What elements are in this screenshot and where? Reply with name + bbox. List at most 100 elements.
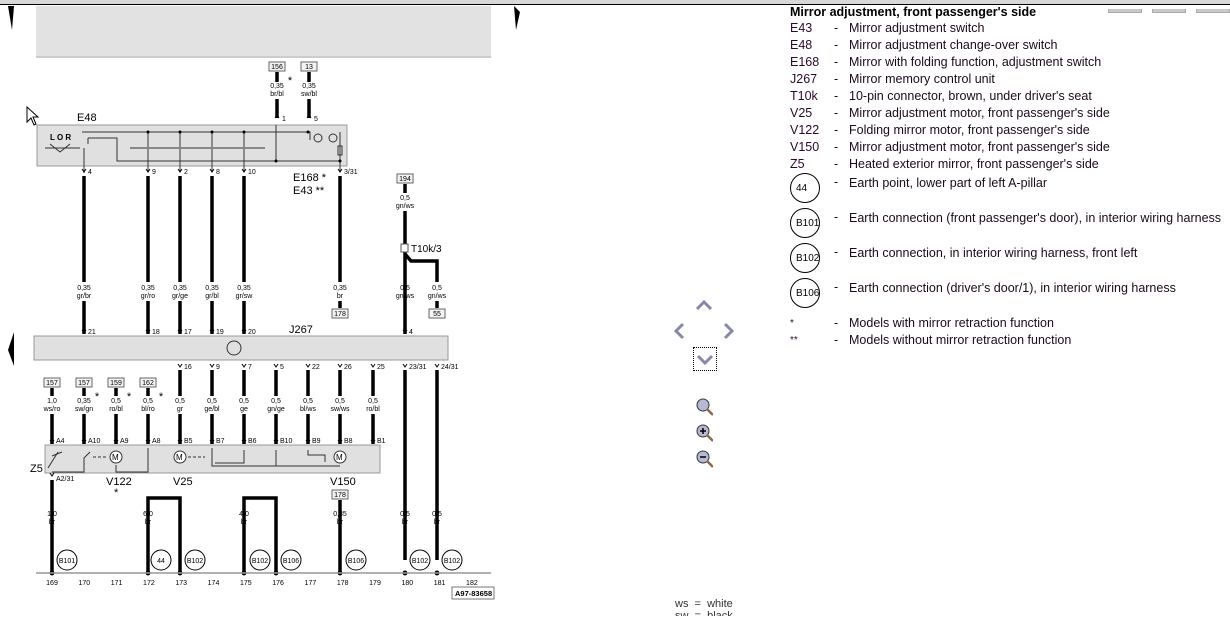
connector-arrow-icon: [209, 168, 215, 173]
legend-code: J267: [790, 72, 818, 86]
connector-arrow-icon: [81, 437, 87, 442]
zoom-fit-button[interactable]: [695, 398, 713, 416]
reference-box[interactable]: [396, 173, 414, 184]
reference-box[interactable]: [428, 308, 446, 319]
legend-item: V25-Mirror adjustment motor, front passe…: [790, 105, 1230, 122]
legend-code: **: [790, 335, 798, 346]
chevron-down-icon: [696, 354, 714, 365]
earth-point-icon[interactable]: [150, 549, 172, 571]
earth-point-icon[interactable]: [441, 549, 463, 571]
reference-box[interactable]: [331, 308, 349, 319]
wire-size: 0,5: [207, 398, 217, 405]
reference-box[interactable]: [268, 61, 286, 72]
connector-arrow-icon: [370, 363, 376, 368]
label-e43: E43 **: [293, 185, 325, 197]
mouse-cursor-icon: [26, 106, 40, 126]
pin-label: 4: [409, 329, 413, 336]
pin-label: 23/31: [409, 364, 427, 371]
pin-label: A4: [56, 438, 65, 445]
earth-point-icon: B101: [790, 208, 820, 238]
label-v25: V25: [173, 476, 193, 488]
earth-label: B102: [444, 558, 460, 565]
reference-number: 178: [334, 492, 346, 499]
earth-label: B102: [252, 558, 268, 565]
reference-box[interactable]: [139, 377, 157, 388]
connector-arrow-icon: [402, 327, 408, 332]
motor-v122-icon: M: [109, 450, 123, 464]
wire-size: 0,35: [333, 285, 347, 292]
connector-arrow-icon: [306, 114, 312, 119]
wire-size: 0,35: [205, 285, 219, 292]
pin-label: 17: [184, 329, 192, 336]
pin-label: 9: [216, 364, 220, 371]
wire-color: sw/gn: [75, 406, 93, 413]
window-button[interactable]: [1152, 9, 1186, 13]
wire-color: sw/bl: [301, 91, 317, 98]
legend-description: Earth point, lower part of left A-pillar: [849, 176, 1048, 190]
color-key-line: sw = black: [675, 610, 733, 616]
legend-description: Models without mirror retraction functio…: [849, 333, 1072, 347]
connector-arrow-icon: [337, 437, 343, 442]
pan-right-button[interactable]: [720, 322, 738, 340]
zoom-out-button[interactable]: [695, 450, 713, 468]
legend-note: **-Models without mirror retraction func…: [790, 332, 1230, 349]
track-number: 179: [369, 580, 381, 587]
reference-box[interactable]: [107, 377, 125, 388]
zoom-out-icon: [696, 450, 713, 468]
connector-arrow-icon: [177, 168, 183, 173]
note-asterisk: *: [159, 391, 164, 403]
color-key-line: ws = white: [675, 598, 733, 610]
reference-number: 157: [46, 380, 58, 387]
connector-arrow-icon: [209, 363, 215, 368]
reference-box[interactable]: [75, 377, 93, 388]
track-number: 174: [208, 580, 220, 587]
pan-up-button[interactable]: [695, 296, 713, 314]
page-marker-left-top[interactable]: [8, 6, 14, 30]
wire-color: gr: [177, 406, 184, 413]
connector-arrow-icon: [434, 363, 440, 368]
svg-text:M: M: [176, 453, 183, 462]
pin-label: A9: [120, 438, 129, 445]
legend-dash: -: [834, 89, 839, 103]
window-button[interactable]: [1108, 9, 1142, 13]
pin-label: B6: [248, 438, 257, 445]
earth-point-icon[interactable]: [409, 549, 431, 571]
earth-point-icon[interactable]: [56, 549, 78, 571]
legend-description: Folding mirror motor, front passenger's …: [849, 123, 1090, 137]
wire-color: gn/ws: [396, 293, 415, 300]
navigation-controls: [668, 296, 743, 476]
connector-arrow-icon: [177, 363, 183, 368]
pin-label: 20: [248, 329, 256, 336]
wire-size: 0,35: [302, 83, 316, 90]
page-marker-left-mid[interactable]: [8, 332, 14, 366]
earth-label: B106: [348, 558, 364, 565]
reference-box[interactable]: [331, 489, 349, 500]
label-e168: E168 *: [293, 172, 327, 184]
wire-color: ge/bl: [204, 406, 220, 413]
legend-code: T10k: [790, 89, 818, 103]
wire-color: gr/ro: [141, 293, 156, 300]
earth-point-icon[interactable]: [345, 549, 367, 571]
wire-color: br: [402, 519, 409, 526]
pan-left-button[interactable]: [670, 322, 688, 340]
wire: [146, 496, 182, 573]
magnifier-icon: [696, 398, 713, 416]
pin-label: 5: [280, 364, 284, 371]
reference-number: 13: [305, 64, 313, 71]
wire-color: gn/ws: [428, 293, 447, 300]
connector-arrow-icon: [274, 114, 280, 119]
zoom-in-button[interactable]: [695, 424, 713, 442]
page-marker-right-top[interactable]: [514, 6, 520, 30]
earth-point-icon[interactable]: [184, 549, 206, 571]
color-key: ws = white sw = black: [675, 598, 733, 616]
connector-arrow-icon: [177, 437, 183, 442]
reference-box[interactable]: [300, 61, 318, 72]
earth-point-icon[interactable]: [280, 549, 302, 571]
connector-arrow-icon: [402, 363, 408, 368]
track-number: 176: [272, 580, 284, 587]
earth-point-icon[interactable]: [249, 549, 271, 571]
reference-box[interactable]: [43, 377, 61, 388]
legend-code: V25: [790, 106, 813, 120]
pan-down-button[interactable]: [693, 347, 717, 371]
track-number: 169: [46, 580, 58, 587]
